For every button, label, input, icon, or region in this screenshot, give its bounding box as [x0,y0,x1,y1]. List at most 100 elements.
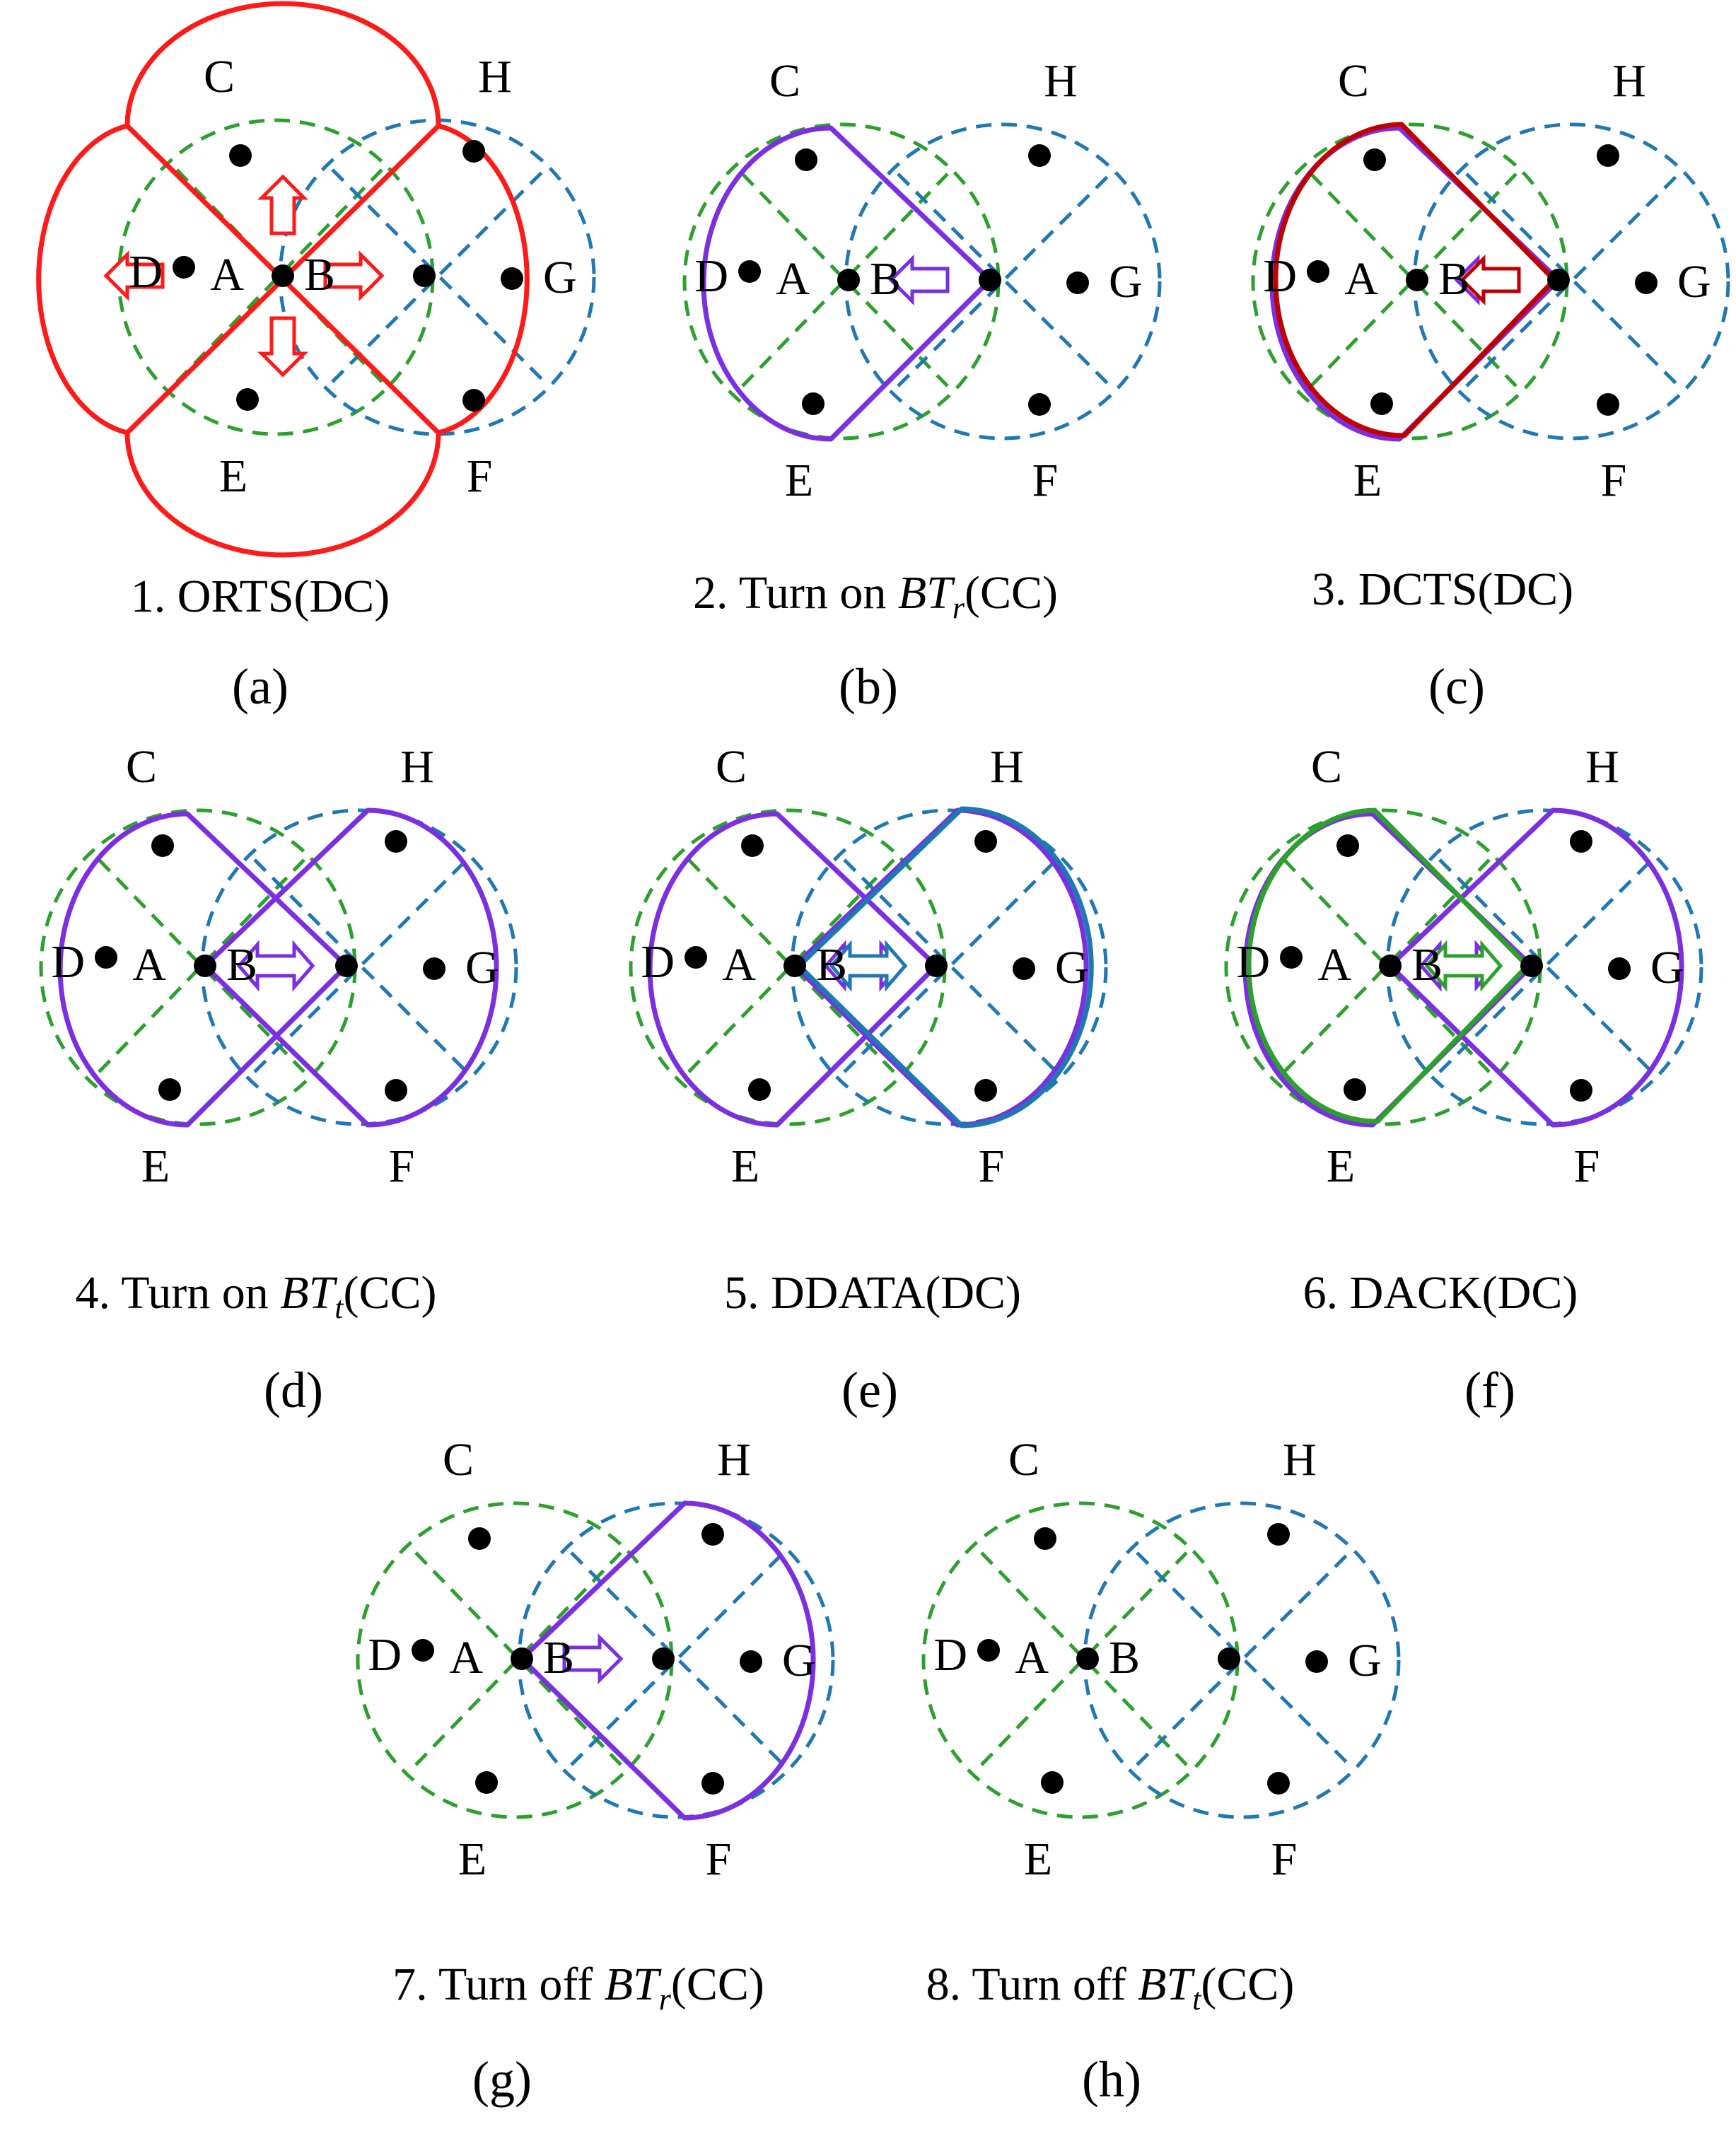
cts-beam-left [1273,122,1557,438]
caption-symbol: BT [898,567,955,619]
node-d-label: D [933,1629,967,1681]
node-f-label: F [1601,455,1627,506]
node-a-dot [837,269,860,291]
subfigure-label: (d) [264,1362,323,1418]
caption-symbol: BT [280,1267,337,1319]
node-h-dot [385,830,407,853]
subfigure-label: (a) [232,658,289,715]
node-a-dot [1076,1647,1099,1670]
node-b-label: B [1109,1632,1140,1684]
node-a-dot [194,955,216,977]
subfigure-label: (b) [839,658,898,715]
node-e-label: E [458,1833,487,1885]
node-d-dot [685,946,707,969]
panel-caption: 6. DACK(DC) [1303,1267,1578,1319]
node-h-label: H [1585,741,1619,793]
caption-text: 8. Turn off [926,1959,1138,2010]
node-a-label: A [210,249,244,301]
node-h-dot [701,1523,724,1546]
node-f-dot [1267,1772,1290,1795]
node-a-dot [511,1647,533,1670]
node-g-label: G [543,252,577,303]
node-d-label: D [129,246,163,298]
node-g-dot [1608,957,1631,980]
caption-subscript: t [1192,1982,1202,2017]
arrow-left-icon [888,254,950,306]
node-b-dot [652,1647,675,1670]
node-c-dot [151,834,174,857]
node-e-dot [1041,1771,1064,1794]
caption-symbol: BT [1138,1959,1195,2010]
node-e-label: E [1327,1140,1355,1192]
node-e-label: E [219,450,247,502]
arrow-right-icon [562,1633,624,1685]
node-f-label: F [979,1140,1005,1192]
node-g-label: G [465,942,499,993]
node-h-label: H [1283,1434,1317,1486]
node-a-label: A [449,1632,483,1684]
node-d-label: D [694,250,728,302]
node-g-label: G [1109,256,1143,308]
subfigure-label: (c) [1428,658,1485,715]
caption-text: 7. Turn off [392,1959,605,2010]
panel-caption: 8. Turn off BTt(CC) [926,1959,1295,2017]
node-e-label: E [141,1140,170,1192]
node-d-label: D [1236,936,1270,988]
node-a-label: A [1317,939,1351,991]
node-d-dot [1307,260,1329,283]
node-h-dot [1570,830,1592,853]
node-e-dot [158,1078,181,1101]
node-b-label: B [870,253,901,305]
node-f-dot [1597,393,1619,416]
subfigure-label: (h) [1082,2051,1141,2108]
caption-subscript: r [953,590,965,625]
node-e-dot [802,392,825,415]
node-b-dot [335,955,358,977]
caption-text: 2. Turn on [693,567,898,619]
node-c-label: C [769,55,800,107]
node-g-label: G [1055,942,1089,993]
node-g-dot [740,1650,762,1673]
node-d-dot [977,1639,1000,1662]
subfigure-label: (f) [1464,1362,1515,1418]
node-c-label: C [126,741,157,793]
node-f-label: F [1271,1833,1298,1885]
ack-beam-left [1246,807,1530,1124]
node-b-label: B [543,1632,574,1684]
node-f-dot [385,1079,407,1102]
node-f-dot [1028,393,1051,416]
node-c-dot [795,148,817,171]
caption-suffix: (CC) [965,567,1058,619]
node-h-dot [462,140,485,163]
node-b-dot [925,955,948,977]
busytone-beam-right [1387,807,1684,1128]
node-h-dot [1028,144,1051,167]
node-d-label: D [1263,250,1297,302]
caption-suffix: (CC) [344,1267,437,1319]
node-f-label: F [1032,455,1059,506]
node-d-dot [738,260,761,283]
node-a-label: A [1344,253,1378,305]
node-d-label: D [51,936,85,988]
node-b-dot [1218,1647,1240,1670]
node-d-dot [1280,946,1303,969]
data-beam-right [796,806,1094,1128]
arrow-bidirectional-icon [829,940,908,992]
subfigure-label: (g) [472,2051,532,2108]
arrow-right-icon [323,250,385,302]
node-c-label: C [716,741,747,793]
caption-text: 5. DDATA(DC) [724,1267,1021,1319]
node-e-label: E [785,455,813,506]
panel-caption: 1. ORTS(DC) [131,571,390,622]
node-h-label: H [478,51,512,103]
arrow-down-icon [257,316,309,378]
node-b-label: B [1438,253,1469,305]
node-b-label: B [226,939,257,991]
node-g-dot [501,267,523,290]
node-e-dot [1344,1078,1366,1101]
caption-subscript: r [659,1982,672,2017]
